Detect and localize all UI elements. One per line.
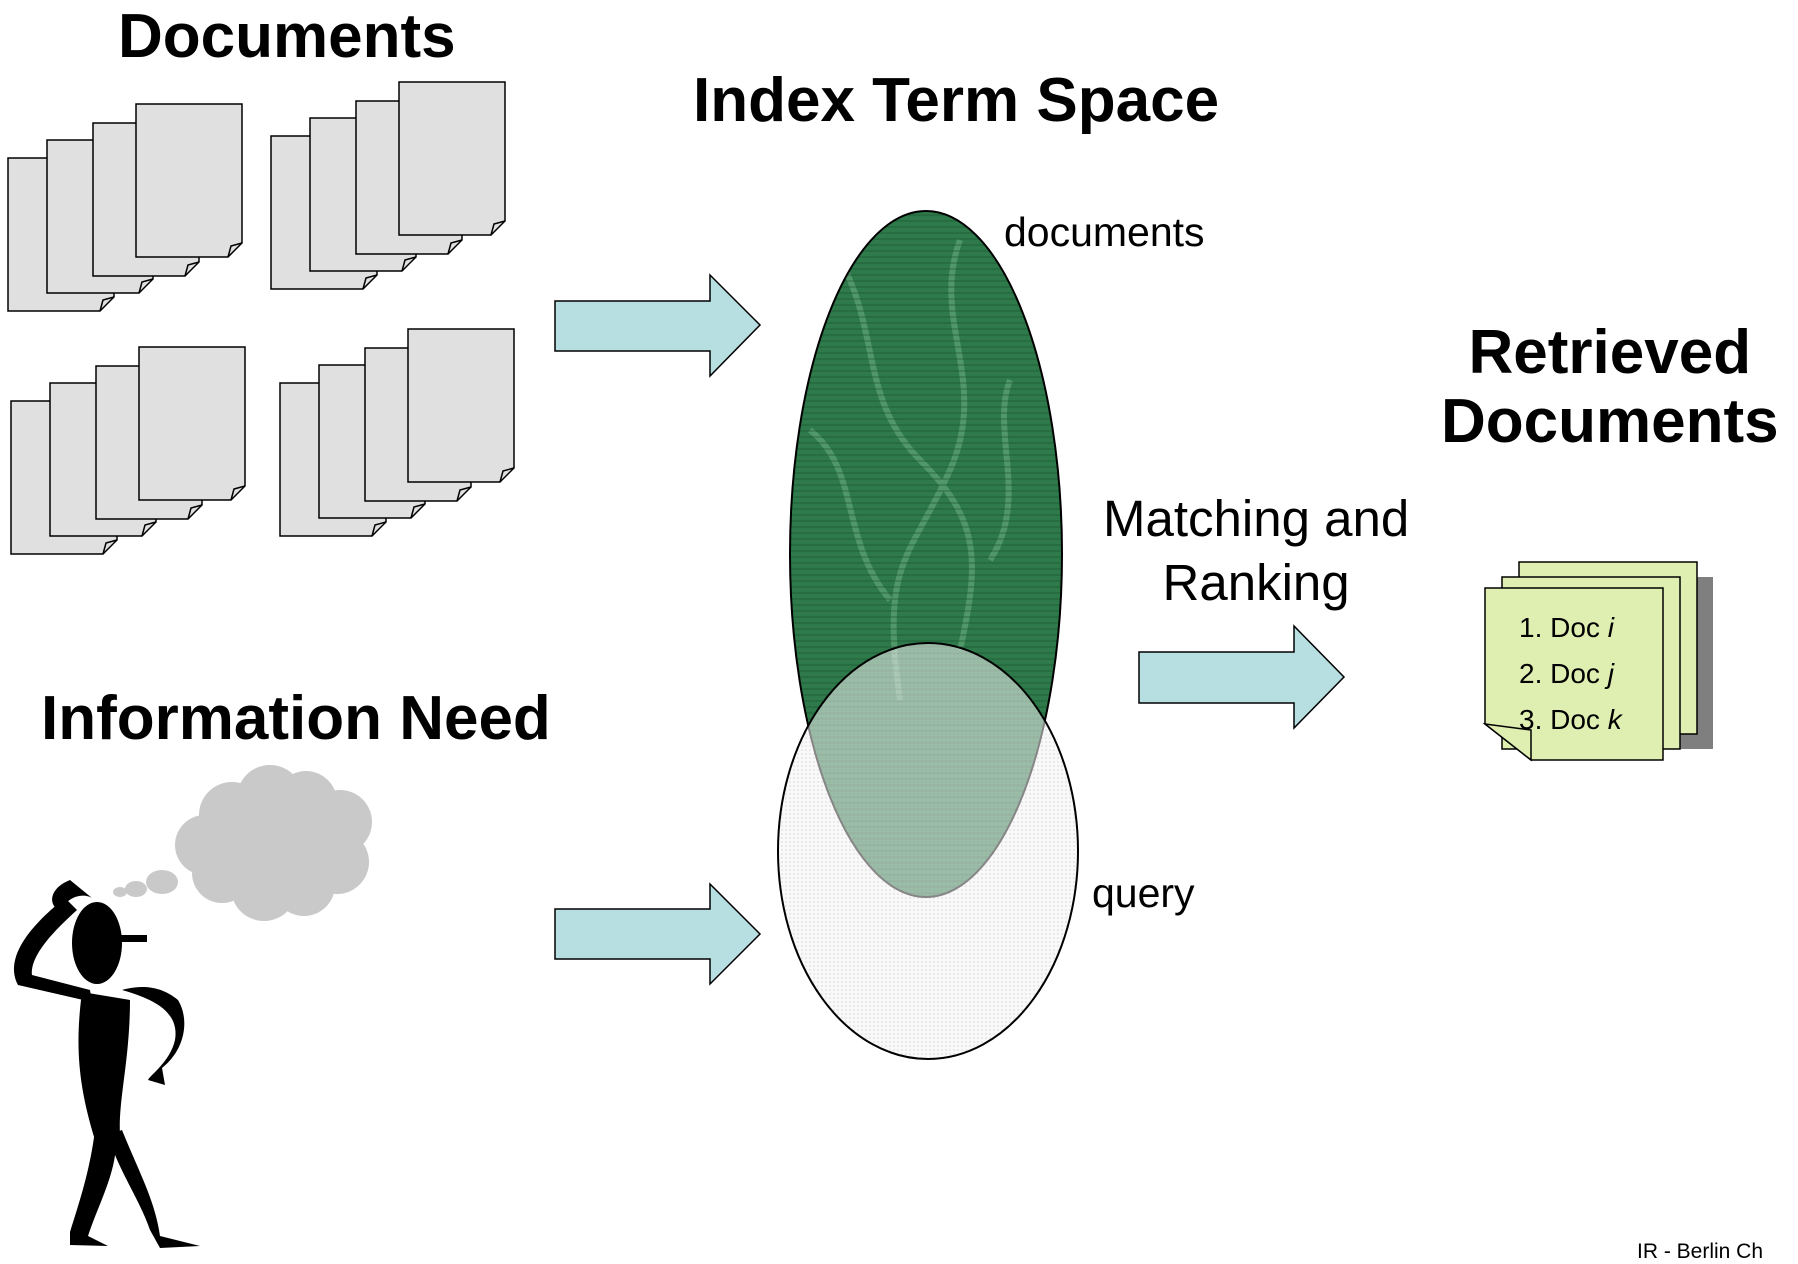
arrow-need-to-index — [554, 882, 762, 986]
footer-credit: IR - Berlin Ch — [1637, 1240, 1764, 1263]
arrow-matching-to-retrieved — [1138, 624, 1346, 730]
retrieved-title-line2: Documents — [1441, 387, 1779, 457]
page-fold-corner — [401, 256, 417, 272]
ranked-doc-3: 3. Doc k — [1519, 704, 1624, 735]
page-fold-corner — [184, 261, 200, 277]
ranked-doc-id: i — [1608, 612, 1615, 643]
document-stack — [7, 103, 243, 312]
page-fold-corner — [187, 504, 203, 520]
ranked-doc-label: 2. Doc — [1519, 658, 1608, 689]
page-fold-corner — [227, 242, 243, 258]
page-fold-corner — [102, 539, 118, 555]
ranked-doc-id: k — [1608, 704, 1624, 735]
document-stack — [10, 346, 246, 555]
document-stacks — [7, 81, 515, 555]
retrieved-documents-title: Retrieved Documents — [1441, 318, 1779, 457]
page-fold-corner — [490, 220, 506, 236]
page-fold-corner — [410, 503, 426, 519]
ranked-doc-2: 2. Doc j — [1519, 658, 1615, 689]
retrieved-documents-stack: 1. Doc i 2. Doc j 3. Doc k — [1482, 561, 1713, 762]
matching-label-line1: Matching and — [1103, 490, 1410, 547]
document-stack — [270, 81, 506, 290]
retrieved-title-line1: Retrieved — [1468, 318, 1752, 387]
ranked-doc-1: 1. Doc i — [1519, 612, 1615, 643]
matching-ranking-label: Matching and Ranking — [1103, 487, 1409, 615]
matching-label-line2: Ranking — [1162, 553, 1350, 611]
query-ellipse — [777, 642, 1079, 1060]
documents-ellipse-label: documents — [1004, 209, 1205, 255]
thinking-person-icon — [14, 880, 200, 1248]
ranked-doc-label: 3. Doc — [1519, 704, 1608, 735]
document-page-icon — [138, 346, 246, 501]
document-page-icon — [135, 103, 243, 258]
page-fold-corner — [138, 278, 154, 294]
documents-title: Documents — [118, 2, 456, 71]
arrow-documents-to-index — [554, 273, 762, 378]
page-fold-corner — [499, 467, 515, 483]
ranked-doc-label: 1. Doc — [1519, 612, 1608, 643]
document-page-icon — [407, 328, 515, 483]
page-fold-corner — [456, 486, 472, 502]
information-need-title: Information Need — [41, 684, 551, 753]
thought-cloud — [113, 765, 372, 921]
page-fold-corner — [99, 296, 115, 312]
document-page-icon — [398, 81, 506, 236]
page-fold-corner — [447, 239, 463, 255]
document-stack — [279, 328, 515, 537]
index-term-space-title: Index Term Space — [693, 66, 1220, 135]
query-ellipse-label: query — [1092, 870, 1195, 916]
ranked-doc-id: j — [1604, 658, 1615, 689]
page-fold-corner — [362, 274, 378, 290]
page-fold-corner — [230, 485, 246, 501]
page-fold-corner — [371, 521, 387, 537]
page-fold-corner — [141, 521, 157, 537]
